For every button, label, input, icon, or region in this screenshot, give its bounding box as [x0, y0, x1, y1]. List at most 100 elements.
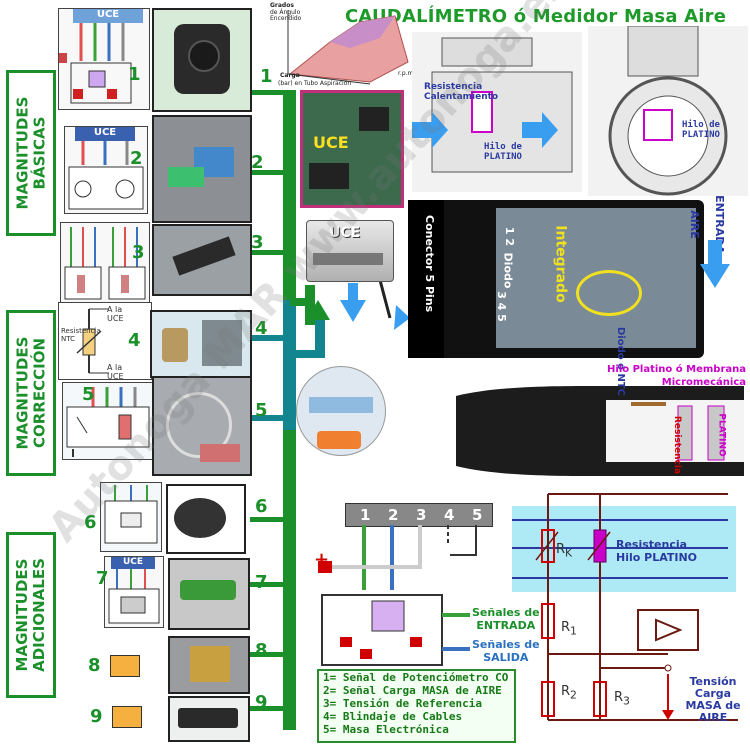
- pin-2: 2: [388, 506, 399, 524]
- plus-sign: +: [314, 549, 330, 570]
- group-label-correccion: MAGNITUDES CORRECCIÓN: [6, 310, 56, 476]
- r2-label: R2: [561, 684, 577, 702]
- sensor-2-uce: UCE: [75, 127, 135, 141]
- sensor-5-number: 5: [82, 384, 95, 405]
- sensor-3-number: 3: [132, 242, 145, 263]
- bus-number-7: 7: [255, 572, 268, 593]
- resistencia-hilo-label: Resistencia Hilo PLATINO: [616, 538, 697, 564]
- photo-injector: [168, 558, 250, 630]
- tension-line2: Carga: [694, 687, 732, 700]
- r1-label: R1: [561, 620, 577, 638]
- tension-line3: MASA de: [685, 699, 741, 712]
- maf-cutaway: [456, 366, 744, 496]
- sensor-1-uce: UCE: [73, 9, 143, 23]
- sensor-9-switch: [112, 706, 142, 728]
- photo-throttle-body: [152, 8, 252, 112]
- ignition-map-graph: Grados de Ángulo Encendido Carga (bar) e…: [270, 2, 415, 90]
- legend-item-3: 3= Tensión de Referencia: [323, 697, 482, 710]
- ntc-label-resistencia: Resistencia NTC: [61, 327, 101, 343]
- graph-y-title: Grados: [270, 2, 294, 9]
- r1-sub: 1: [570, 624, 577, 638]
- connector-closeup: [296, 366, 386, 456]
- sensor-1-number: 1: [128, 64, 141, 85]
- bus-number-2: 2: [251, 152, 264, 173]
- flowmeter-hilo-left-label: Hilo de PLATINO: [484, 142, 522, 162]
- sensor-8-number: 8: [88, 655, 101, 676]
- ntc-label-a-uce-bottom: A la UCE: [107, 363, 124, 381]
- flowmeter-section-diagram: Resistencia Calentamiento Hilo de PLATIN…: [412, 32, 582, 192]
- r2-sub: 2: [570, 688, 577, 702]
- uce-board-label: UCE: [313, 133, 349, 152]
- uce-circuit-board: UCE: [300, 90, 404, 208]
- sensor-4-number: 4: [128, 330, 141, 351]
- sensor-7-number: 7: [96, 568, 109, 589]
- pin-legend: 1= Señal de Potenciómetro CO 2= Señal Ca…: [317, 669, 516, 743]
- sensor-6-schematic: [100, 482, 162, 552]
- bus-number-9: 9: [255, 692, 268, 713]
- bridge-circuit: [512, 493, 738, 721]
- r3-sub: 3: [623, 694, 630, 708]
- sensor-pins-bottom: 3 4 5: [494, 291, 508, 322]
- sensor-4-ntc-schematic: A la UCE Resistencia NTC A la UCE: [58, 302, 152, 381]
- tension-label: Tensión Carga MASA de AIRE: [678, 676, 748, 724]
- uce-module-label: UCE: [329, 225, 361, 241]
- sensor-platino-label: PLATINO: [716, 413, 727, 457]
- signals-salida-line1: Señales de: [472, 638, 540, 651]
- res-label-line1: Resistencia: [616, 538, 688, 551]
- sensor-5-schematic: [62, 382, 154, 460]
- bus-number-8: 8: [255, 640, 268, 661]
- sensor-aire-label: AIRE: [687, 210, 701, 239]
- page-title: CAUDALÍMETRO ó Medidor Masa Aire: [345, 6, 727, 27]
- r3-letter: R: [614, 690, 624, 705]
- sensor-9-number: 9: [90, 706, 103, 727]
- bus-number-5: 5: [255, 400, 268, 421]
- rk-sub: K: [565, 546, 573, 560]
- bus-number-4: 4: [255, 318, 268, 339]
- rk-letter: R: [556, 542, 566, 557]
- ntc-label-a-uce-top: A la UCE: [107, 305, 124, 323]
- res-label-line2: Hilo PLATINO: [616, 551, 698, 564]
- signals-entrada-line2: ENTRADA: [476, 619, 536, 632]
- pin-5: 5: [472, 506, 483, 524]
- graph-y-sub1: de Ángulo: [270, 9, 301, 16]
- pin-header: 1 2 3 4 5: [345, 503, 493, 527]
- graph-x2: (bar) en Tubo Aspiración: [278, 80, 352, 87]
- r2-letter: R: [561, 684, 571, 699]
- sensor-2-number: 2: [130, 148, 143, 169]
- signals-salida: Señales de SALIDA: [472, 638, 540, 664]
- photo-engine-block: [152, 115, 252, 223]
- wiring-schematic: [318, 525, 477, 666]
- sensor-integrado-label: Integrado: [552, 225, 569, 303]
- sensor-resistencia-label: Resistencia: [672, 415, 683, 475]
- sensor-2-schematic: UCE: [64, 126, 148, 214]
- signals-entrada: Señales de ENTRADA: [472, 606, 540, 632]
- sensor-8-switch: [110, 655, 140, 677]
- bus-number-1: 1: [260, 66, 273, 87]
- sensor-7-schematic: UCE: [104, 556, 164, 628]
- sensor-hilo-membrana-label: Hilo Platino ó Membrana Micromecánica: [607, 364, 746, 388]
- sensor-conector-label: Conector 5 Pins: [423, 215, 436, 312]
- r1-letter: R: [561, 620, 571, 635]
- sensor-6-number: 6: [84, 512, 97, 533]
- legend-item-5: 5= Masa Electrónica: [323, 723, 449, 736]
- pin-1: 1: [360, 506, 371, 524]
- maf-sensor-photo: [408, 200, 704, 358]
- tension-line4: AIRE: [698, 711, 728, 724]
- photo-sensor-3: [152, 224, 252, 296]
- tension-line1: Tensión: [689, 675, 737, 688]
- legend-item-1: 1= Señal de Potenciómetro CO: [323, 671, 509, 684]
- photo-temp-switch: [168, 636, 250, 694]
- photo-knock-sensor: [166, 484, 246, 554]
- photo-sensor-5: [152, 376, 252, 476]
- pin-4: 4: [444, 506, 455, 524]
- graph-y-sub2: Encendido: [270, 15, 302, 22]
- graph-x3: r.p.m.: [398, 70, 416, 77]
- legend-item-2: 2= Señal Carga MASA de AIRE: [323, 684, 502, 697]
- sensor-3-schematic: [60, 222, 150, 304]
- legend-item-4: 4= Blindaje de Cables: [323, 710, 463, 723]
- photo-ntc-sensor: [150, 310, 252, 378]
- pin-3: 3: [416, 506, 427, 524]
- bus-number-3: 3: [251, 232, 264, 253]
- sensor-1-schematic: UCE: [58, 8, 150, 110]
